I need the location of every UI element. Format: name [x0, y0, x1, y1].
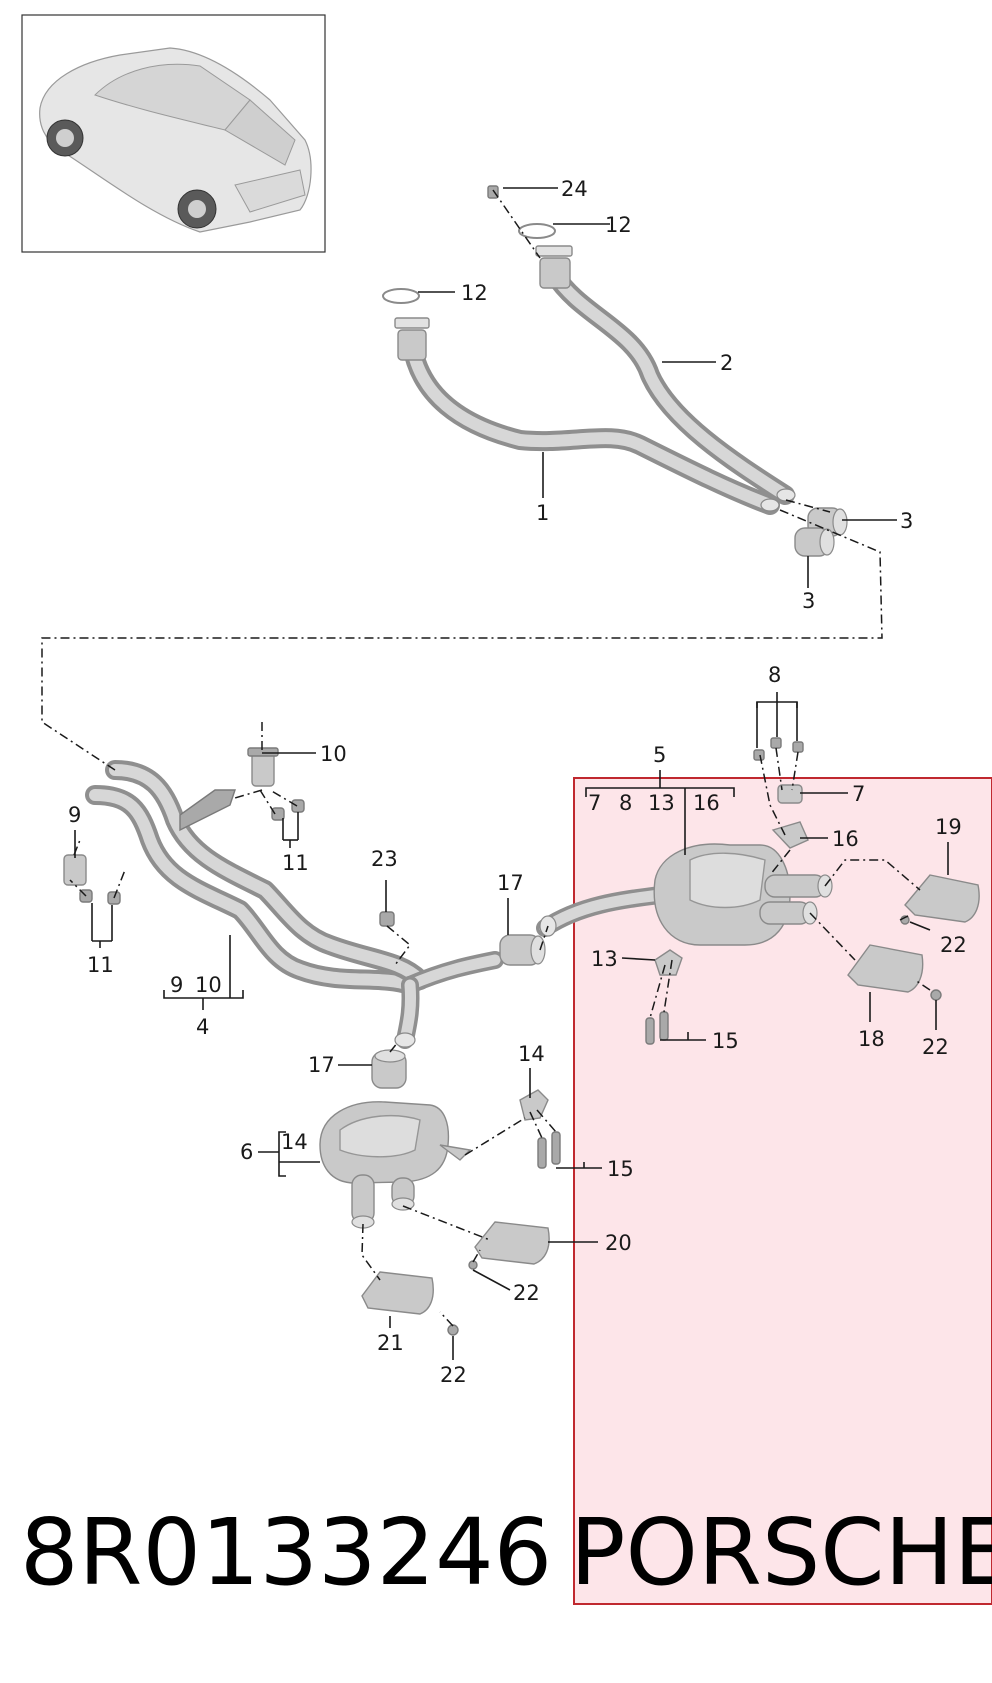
gasket-left — [382, 288, 420, 304]
callout-22-right: 22 — [922, 1035, 949, 1059]
callout-6-sub-14: 14 — [281, 1130, 308, 1154]
callout-8: 8 — [768, 663, 781, 687]
bolt-15b — [659, 1011, 669, 1041]
callout-16: 16 — [832, 827, 859, 851]
assembly-lines — [41, 189, 931, 1327]
mount-7 — [777, 784, 803, 804]
leader-lines — [74, 187, 949, 1360]
callout-13: 13 — [591, 947, 618, 971]
callout-5-sub-8: 8 — [619, 791, 632, 815]
callout-labels: 24 12 12 2 1 3 3 10 11 9 11 9 10 4 23 17… — [68, 177, 967, 1387]
callout-23: 23 — [371, 847, 398, 871]
callout-15-left: 15 — [607, 1157, 634, 1181]
callout-2: 2 — [720, 351, 733, 375]
catalytic-converter-left — [397, 329, 427, 361]
callout-18: 18 — [858, 1027, 885, 1051]
nut-8c — [792, 741, 804, 753]
callout-17-lower: 17 — [308, 1053, 335, 1077]
rubber-mount-9 — [63, 854, 121, 905]
callout-21: 21 — [377, 1331, 404, 1355]
part-number: 8R0133246 — [20, 1499, 552, 1606]
callout-20: 20 — [605, 1231, 632, 1255]
callout-22-upper: 22 — [940, 933, 967, 957]
rear-muffler-right — [653, 843, 833, 946]
front-y-pipe — [382, 185, 796, 515]
screw-22c — [468, 1260, 478, 1270]
callout-15-right: 15 — [712, 1029, 739, 1053]
callout-12-right: 12 — [605, 213, 632, 237]
callout-9: 9 — [68, 803, 81, 827]
nut-8b — [770, 737, 782, 749]
callout-1: 1 — [536, 501, 549, 525]
bolt-15a — [645, 1017, 655, 1045]
nut-24 — [487, 185, 499, 199]
tailpipe-tip-21 — [361, 1271, 434, 1315]
cap-23 — [379, 911, 395, 927]
callout-4: 4 — [196, 1015, 209, 1039]
bolt-15c — [537, 1137, 547, 1169]
callout-10: 10 — [320, 742, 347, 766]
tailpipe-tip-19 — [904, 874, 980, 923]
screw-22b — [930, 989, 942, 1001]
brand-name: PORSCHE — [570, 1499, 992, 1606]
callout-4-sub-10: 10 — [195, 973, 222, 997]
vehicle-thumbnail — [21, 14, 326, 253]
clamp-17-upper — [499, 934, 546, 966]
callout-22-middle: 22 — [513, 1281, 540, 1305]
callout-5-sub-13: 13 — [648, 791, 675, 815]
callout-22-bottom: 22 — [440, 1363, 467, 1387]
callout-5-sub-7: 7 — [588, 791, 601, 815]
rubber-mount-10 — [247, 747, 305, 821]
callout-4-sub-9: 9 — [170, 973, 183, 997]
callout-19: 19 — [935, 815, 962, 839]
rear-muffler-left — [319, 1101, 472, 1229]
callout-5-sub-16: 16 — [693, 791, 720, 815]
screw-22d — [447, 1324, 459, 1336]
callout-3-right: 3 — [900, 509, 913, 533]
callout-24: 24 — [561, 177, 588, 201]
callout-17-upper: 17 — [497, 871, 524, 895]
clamp-17-lower — [371, 1049, 407, 1089]
tailpipe-tip-18 — [847, 944, 924, 993]
gasket-right — [518, 223, 556, 239]
callout-11-upper: 11 — [282, 851, 309, 875]
intermediate-pipes — [85, 760, 669, 1049]
catalytic-converter-right — [539, 257, 571, 289]
vehicle-icon — [39, 47, 312, 233]
callout-3-bottom: 3 — [802, 589, 815, 613]
callout-14: 14 — [518, 1042, 545, 1066]
nut-8a — [753, 749, 765, 761]
bolt-15d — [551, 1131, 561, 1165]
callout-6: 6 — [240, 1140, 253, 1164]
bracket-14 — [519, 1089, 549, 1121]
callout-7: 7 — [852, 782, 865, 806]
bracket-13 — [654, 949, 683, 976]
clamp-3 — [794, 507, 848, 557]
callout-11-lower: 11 — [87, 953, 114, 977]
tailpipe-tip-20 — [474, 1221, 550, 1265]
callout-5: 5 — [653, 743, 666, 767]
callout-12-left: 12 — [461, 281, 488, 305]
